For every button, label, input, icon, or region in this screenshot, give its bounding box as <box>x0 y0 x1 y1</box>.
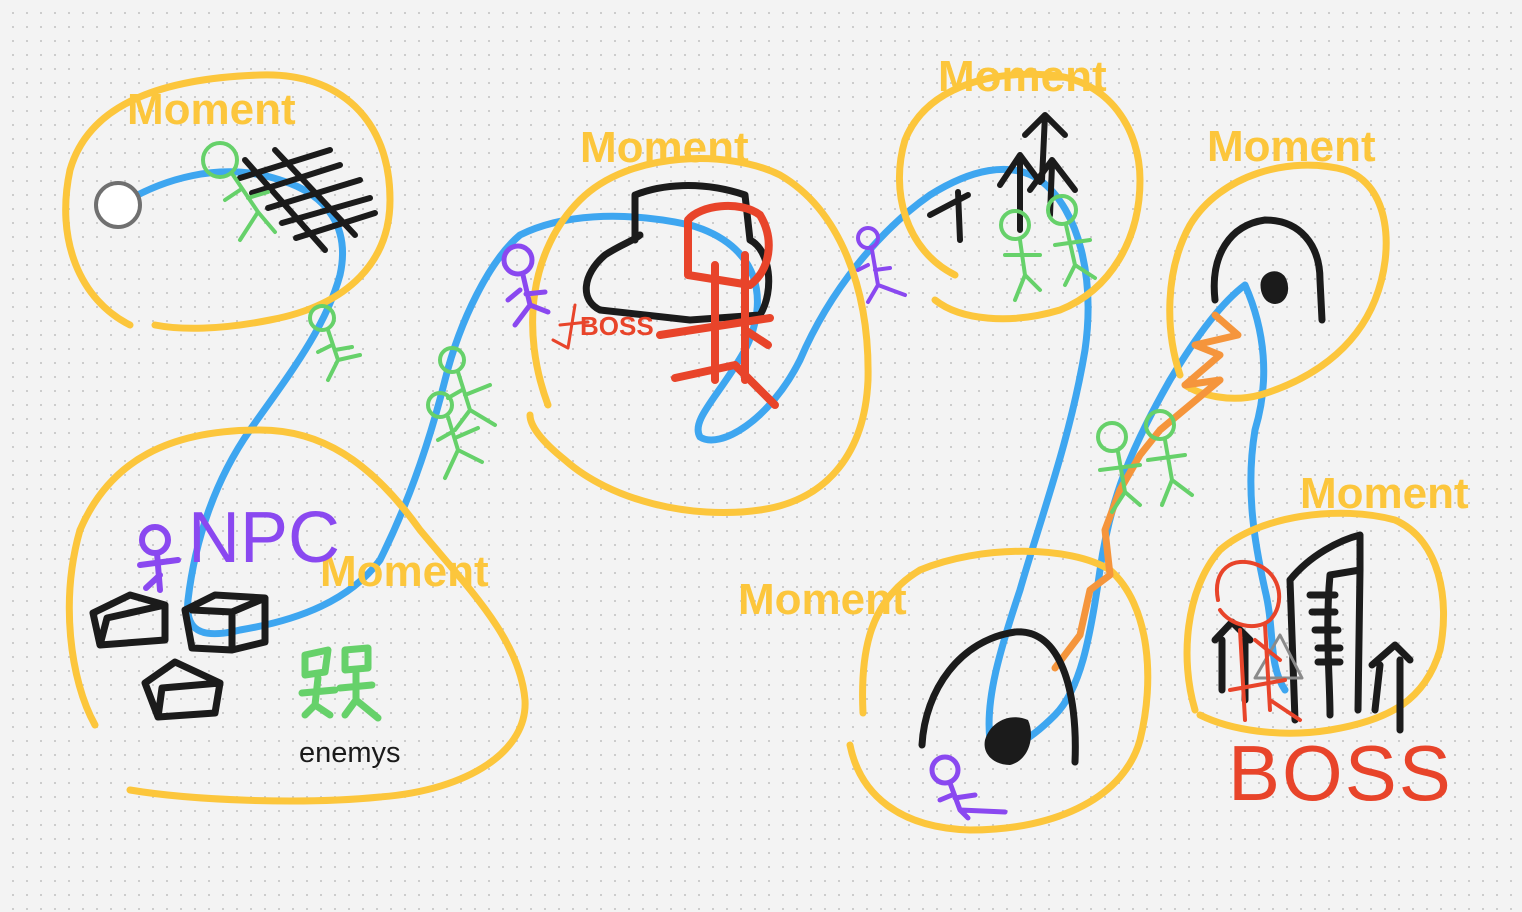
moment-label: Moment <box>1207 122 1376 171</box>
moment-region-7 <box>1183 509 1448 737</box>
cave-entrance-icon <box>1260 271 1289 304</box>
enemy-group-icon <box>298 644 382 722</box>
boss-label-small: BOSS <box>580 311 654 341</box>
moment-label: Moment <box>738 575 907 624</box>
bridge-icon <box>237 147 378 253</box>
enemy-figure-icon <box>999 209 1042 302</box>
moment-region-4 <box>896 70 1144 323</box>
house-icon <box>89 591 169 649</box>
cave-icon <box>918 628 1079 766</box>
boss-figure-icon <box>656 201 779 409</box>
enemy-figure-icon <box>1096 421 1142 514</box>
tower-icon <box>927 112 1078 243</box>
enemy-figure-icon <box>1046 194 1097 287</box>
player-figure-icon <box>137 524 181 593</box>
boss-marker-icon <box>551 303 590 350</box>
moment-label: Moment <box>938 52 1107 101</box>
rock-structure-icon <box>582 182 773 324</box>
moment-region-1 <box>62 71 394 332</box>
moment-label: Moment <box>580 123 749 172</box>
moment-region-3 <box>526 155 872 516</box>
cave-entrance-icon <box>984 717 1031 765</box>
house-icon <box>141 658 224 721</box>
player-figure-icon <box>856 226 907 304</box>
enemys-label: enemys <box>299 737 401 769</box>
cave-icon <box>1210 216 1326 324</box>
enemy-figure-icon <box>201 141 277 242</box>
player-figure-icon <box>929 754 1008 821</box>
moment-region-5 <box>1166 161 1390 402</box>
enemy-figure-icon <box>426 391 484 480</box>
boss-figure-icon <box>1214 559 1302 722</box>
boss-label-large: BOSS <box>1228 729 1453 817</box>
fire-trail <box>1051 311 1242 672</box>
moment-label: Moment <box>1300 469 1469 518</box>
tower-icon <box>1211 531 1414 734</box>
enemy-figure-icon <box>1144 409 1194 507</box>
player-path <box>116 165 1289 752</box>
moment-region-6 <box>846 547 1152 834</box>
npc-label: NPC <box>188 498 340 578</box>
start-node-icon[interactable] <box>94 181 142 229</box>
enemy-figure-icon <box>438 346 497 432</box>
enemy-figure-icon <box>308 304 362 382</box>
house-icon <box>181 591 269 654</box>
moment-label: Moment <box>320 547 489 596</box>
moment-region-2 <box>65 426 529 805</box>
player-figure-icon <box>501 243 551 328</box>
moment-label: Moment <box>127 85 296 134</box>
